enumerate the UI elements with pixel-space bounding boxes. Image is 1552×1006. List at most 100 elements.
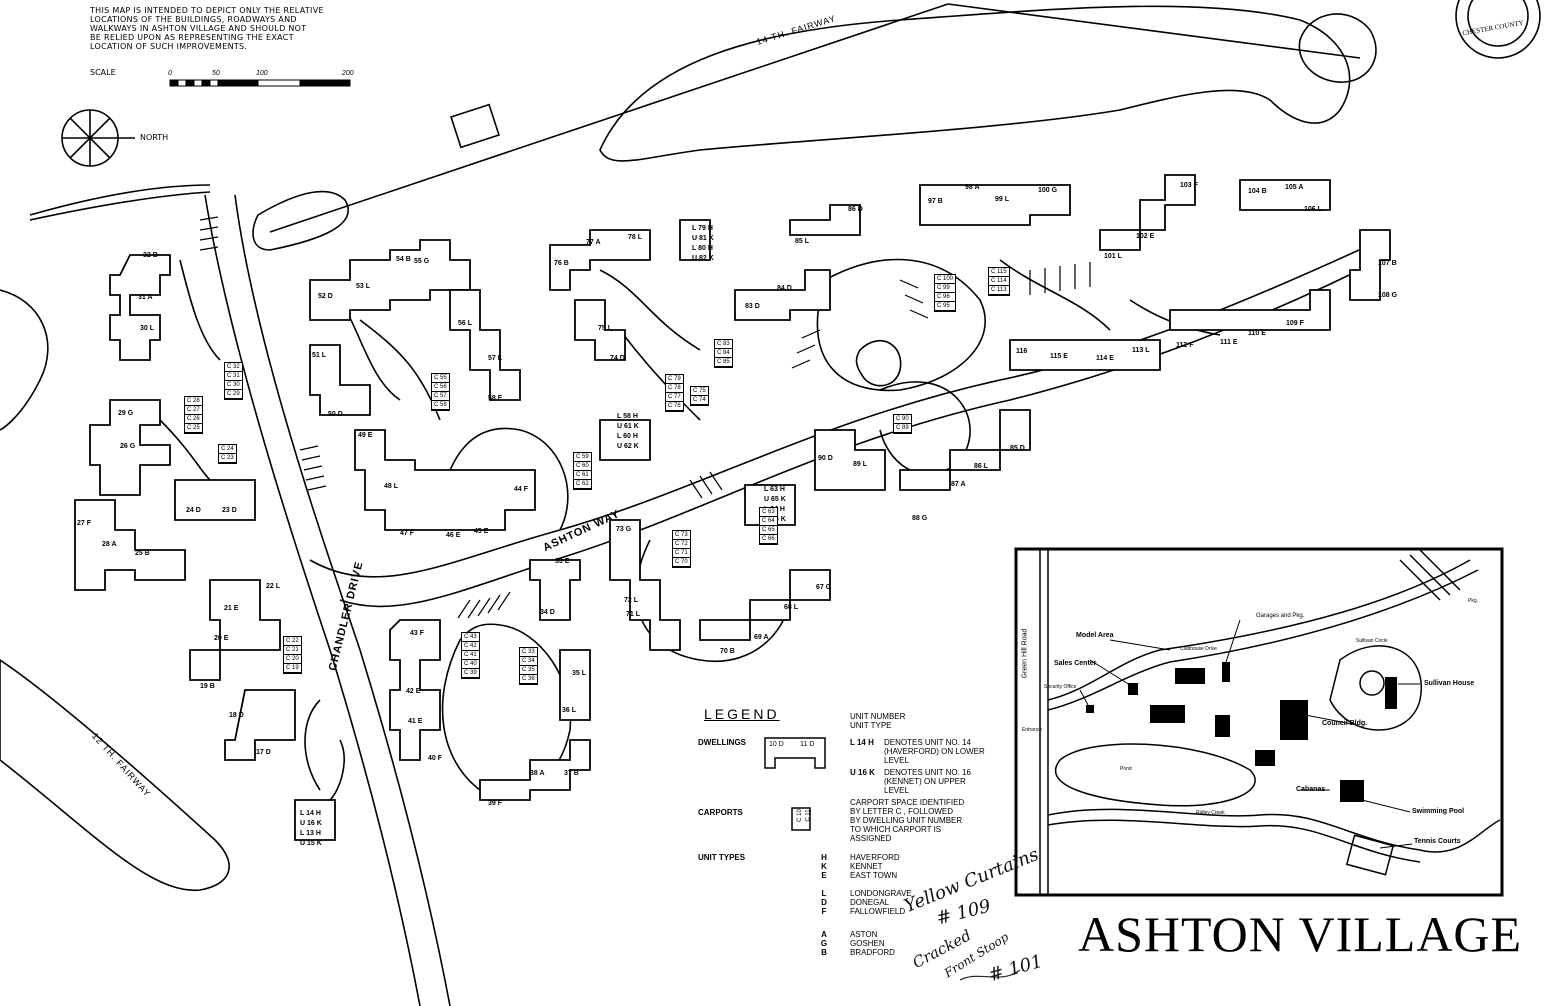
building-58-62: [599, 419, 651, 461]
building-85-90: [814, 409, 1031, 491]
unit-type-code: E: [821, 871, 827, 880]
unit-label: 116: [1016, 348, 1028, 355]
unit-label: 29 G: [118, 410, 134, 417]
building-79-82: [679, 219, 711, 261]
unit-label: 43 F: [410, 630, 425, 637]
inset-label-cabanas: Cabanas: [1296, 786, 1326, 793]
carport-label: C 115: [989, 269, 1009, 277]
unit-label: U 82 K: [692, 255, 714, 262]
unit-label: 67 G: [816, 584, 832, 591]
carport-label: C 42: [462, 643, 479, 651]
unit-label: 36 L: [562, 707, 577, 714]
inset-label-pkg: Pkg.: [1468, 598, 1479, 604]
unit-label: 69 A: [754, 634, 769, 641]
scale-label: SCALE: [90, 68, 116, 77]
fairway-14-green: [1298, 13, 1377, 83]
unit-label: 101 L: [1104, 253, 1122, 260]
unit-label: 90 D: [818, 455, 833, 462]
unit-label: 106 L: [1304, 206, 1322, 213]
unit-label: 89 L: [853, 461, 868, 468]
carport-label: C 95: [935, 302, 956, 311]
unit-label: 51 L: [312, 352, 327, 359]
carport-label: C 65: [760, 527, 777, 535]
unit-label: 114 E: [1096, 355, 1114, 362]
unit-label: 48 L: [384, 483, 399, 490]
unit-label: 35 L: [572, 670, 587, 677]
carport-label: C 28: [185, 398, 202, 406]
unit-label: 83 D: [745, 303, 760, 310]
carport-label: C 70: [673, 559, 690, 567]
inset-label-security-office: Security Office: [1044, 684, 1077, 690]
unit-label: 50 D: [328, 411, 343, 418]
unit-label: U 15 K: [300, 840, 322, 847]
legend-unit-type: UNIT TYPE: [850, 721, 892, 730]
legend-desc-line: CARPORT SPACE IDENTIFIED: [850, 798, 965, 807]
unit-label: 17 D: [256, 749, 271, 756]
building-107-108: [1349, 229, 1391, 301]
unit-label: 99 L: [995, 196, 1010, 203]
carport-label: C 23: [219, 455, 236, 463]
unit-type-code: L: [821, 889, 827, 898]
legend-sample-carport: C 11: [805, 809, 812, 822]
carport-label: C 78: [666, 385, 683, 393]
inset-label-clubhouse-drive: Clubhouse Drive: [1180, 646, 1217, 652]
north-arrow: [61, 109, 135, 167]
map-title: ASHTON VILLAGE: [1078, 906, 1523, 962]
fairway-line: [269, 3, 949, 233]
unit-label: 88 G: [912, 515, 928, 522]
unit-label: 33 E: [555, 558, 570, 565]
unit-label: 55 G: [414, 258, 430, 265]
carport-label: C 74: [691, 397, 708, 405]
unit-label: L 79 H: [692, 225, 713, 232]
carport-label: C 40: [462, 661, 479, 669]
carport-label: C 39: [462, 670, 479, 678]
unit-type-code: G: [820, 939, 828, 948]
inset-label-sullivan-house: Sullivan House: [1424, 680, 1475, 687]
inset-label-green-hill-road: Green Hill Road: [1021, 628, 1029, 679]
carport-label: C 60: [574, 463, 591, 471]
unit-label: 70 B: [720, 648, 735, 655]
building-footprints: [74, 174, 1391, 841]
carport-label: C 22: [284, 638, 301, 646]
carport-label: C 25: [185, 425, 202, 433]
carport-label: C 27: [185, 407, 202, 415]
building-97-100: [919, 184, 1071, 226]
legend-desc-line: BY DWELLING UNIT NUMBER: [850, 816, 963, 825]
building-51-50: [309, 344, 371, 416]
unit-label: U 81 K: [692, 235, 714, 242]
map-disclaimer: THIS MAP IS INTENDED TO DEPICT ONLY THE …: [90, 6, 350, 51]
carport-label: C 96: [935, 293, 956, 302]
unit-label: 104 B: [1248, 188, 1267, 195]
unit-label: 37 B: [564, 770, 579, 777]
building-85-86: [789, 204, 861, 236]
unit-label: 74 D: [610, 355, 625, 362]
unit-label: 28 A: [102, 541, 117, 548]
fairway-14-outline: [599, 5, 1351, 162]
carport-label: C 100: [935, 276, 956, 284]
inset-label-council-bldg: Council Bldg.: [1322, 720, 1368, 727]
carport-label: C 90: [894, 416, 911, 424]
building-14-16: [294, 799, 336, 841]
unit-label: 102 E: [1136, 233, 1155, 240]
carport-label: C 34: [520, 658, 537, 666]
unit-label: 47 F: [400, 530, 415, 537]
unit-label: U 61 K: [617, 423, 639, 430]
unit-label: 27 F: [77, 520, 92, 527]
building-73-67: [609, 519, 831, 651]
unit-label: 24 D: [186, 507, 201, 514]
carport-label: C 24: [219, 446, 236, 454]
legend-desc-line: ASSIGNED: [850, 834, 892, 843]
unit-label: 113 L: [1132, 347, 1150, 354]
carport-label: C 21: [284, 647, 301, 655]
unit-label: 26 G: [120, 443, 136, 450]
unit-type-code: B: [821, 948, 827, 957]
legend-carports-label: CARPORTS: [698, 808, 743, 817]
unit-label: 108 G: [1378, 292, 1398, 299]
unit-label: 58 F: [488, 395, 503, 402]
carport-label: C 71: [673, 550, 690, 558]
unit-label: 30 L: [140, 325, 155, 332]
carport-label: C 75: [691, 388, 708, 396]
